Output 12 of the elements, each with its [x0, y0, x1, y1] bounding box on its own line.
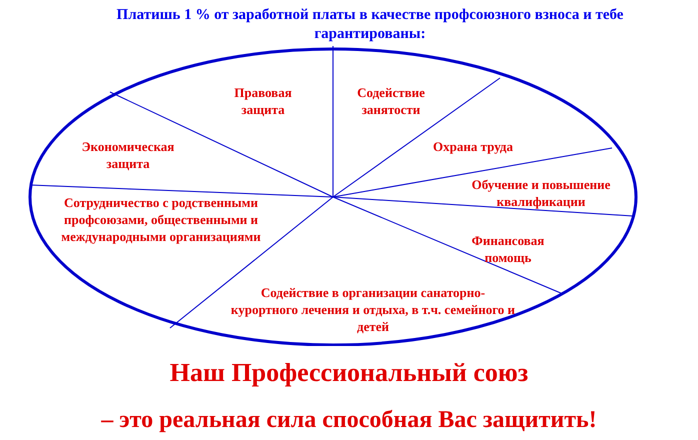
- sector-label: Охрана труда: [413, 138, 533, 155]
- sector-label: Экономическая защита: [73, 138, 183, 172]
- title: Платишь 1 % от заработной платы в качестве профсоюзного взноса и тебе гарантированы:: [116, 6, 624, 44]
- sector-label: Финансовая помощь: [458, 232, 558, 266]
- slogan-text: Наш Профессиональный союз: [168, 358, 530, 388]
- slogan-text: – это реальная сила способная Вас защитить!: [100, 406, 598, 434]
- sector-label: Обучение и повышение квалификации: [446, 176, 636, 210]
- sector-label: Содействие занятости: [346, 84, 436, 118]
- sector-label: Правовая защита: [223, 84, 303, 118]
- sector-label: Сотрудничество с родственными профсоюзами, общественными и международными организациями: [36, 194, 286, 245]
- sector-label: Содействие в организации санаторно-курортного лечения и отдыха, в т.ч. семейного и детей: [228, 284, 518, 335]
- ellipse-diagram: [28, 46, 638, 346]
